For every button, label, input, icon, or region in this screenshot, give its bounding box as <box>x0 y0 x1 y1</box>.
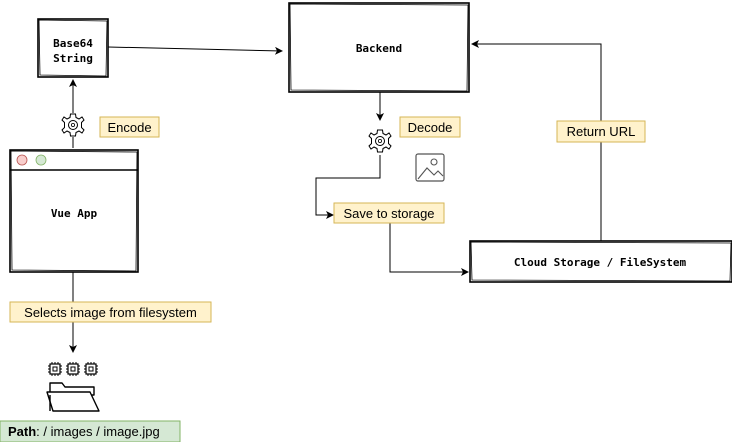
chip-icon <box>47 361 63 377</box>
svg-text:Save to storage: Save to storage <box>343 206 434 221</box>
svg-text:Return URL: Return URL <box>567 124 636 139</box>
arrow-storage-to-backend <box>471 40 602 241</box>
path-label-key: Path <box>8 424 36 439</box>
decode-label: Decode <box>399 116 461 138</box>
window-close-dot <box>16 154 28 166</box>
vue-app-node: Vue App <box>9 149 139 273</box>
backend-node: Backend <box>288 2 470 93</box>
backend-label: Backend <box>356 42 402 55</box>
folder-icon <box>46 382 100 412</box>
path-label: Path: / images / image.jpg <box>0 420 181 442</box>
arrow-decode-to-save <box>315 155 381 219</box>
arrow-base64-to-backend <box>107 46 283 55</box>
window-maximize-dot <box>35 154 47 166</box>
cloud-storage-label: Cloud Storage / FileSystem <box>514 256 687 269</box>
base64-string-node: Base64 String <box>37 18 109 78</box>
connectors <box>69 40 602 353</box>
svg-text:Path: / images / image.jpg: Path: / images / image.jpg <box>8 424 160 439</box>
folder-with-chips <box>46 361 100 412</box>
svg-text:Selects image from filesystem: Selects image from filesystem <box>24 305 197 320</box>
cloud-storage-node: Cloud Storage / FileSystem <box>469 240 732 283</box>
vue-app-label: Vue App <box>51 207 98 220</box>
encode-label: Encode <box>99 116 160 138</box>
arrow-save-to-storage <box>389 223 469 276</box>
svg-text:Encode: Encode <box>107 120 151 135</box>
chip-icon <box>65 361 81 377</box>
gear-icon <box>61 113 85 137</box>
base64-label-line2: String <box>53 52 93 65</box>
gear-icon <box>368 129 392 153</box>
svg-text:Decode: Decode <box>408 120 453 135</box>
base64-label-line1: Base64 <box>53 37 93 50</box>
image-icon <box>415 153 445 182</box>
chip-icon <box>83 361 99 377</box>
save-to-storage-label: Save to storage <box>333 202 445 224</box>
path-label-value: : / images / image.jpg <box>36 424 160 439</box>
selects-image-label: Selects image from filesystem <box>9 301 212 323</box>
return-url-label: Return URL <box>556 120 646 143</box>
